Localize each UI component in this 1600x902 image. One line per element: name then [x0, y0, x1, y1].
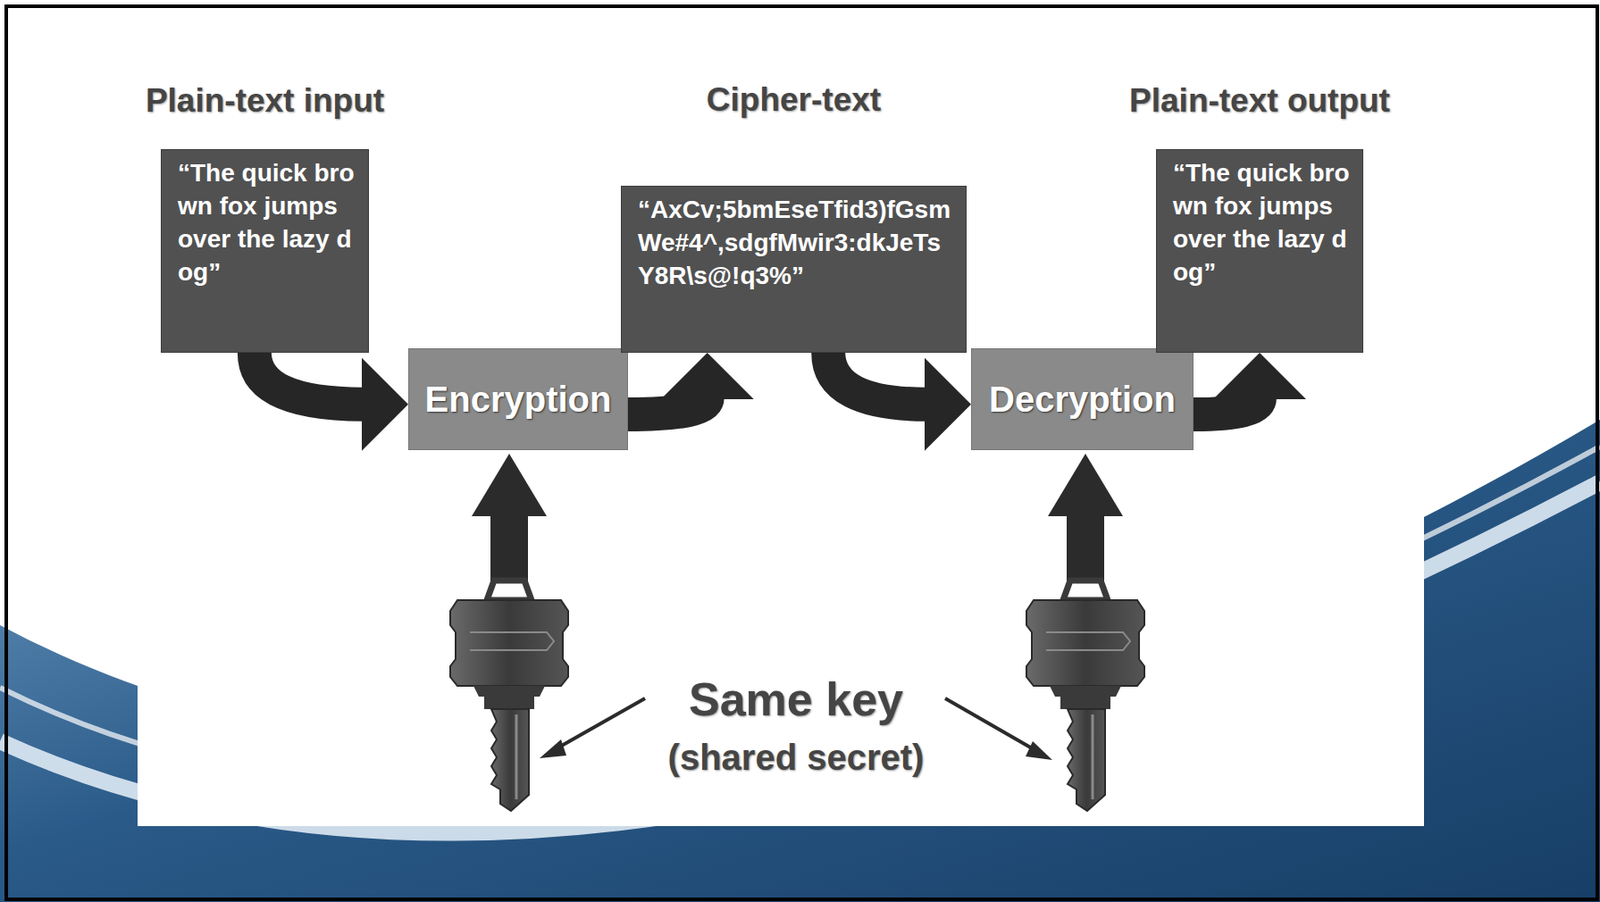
leader-line: [552, 698, 646, 752]
leader-line: [945, 698, 1040, 754]
arrow-head: [661, 352, 754, 400]
key-with-arrow: [1026, 453, 1145, 812]
box-text: Decryption: [988, 379, 1176, 420]
curved-arrow: [828, 352, 972, 452]
process-box: Decryption: [971, 348, 1194, 451]
key-label: (shared secret): [668, 737, 925, 779]
arrow-head: [1213, 352, 1307, 400]
leader-arrow: [1025, 741, 1053, 761]
curved-arrow: [628, 352, 754, 415]
column-heading: Plain-text output: [1129, 79, 1391, 124]
column-heading: Plain-text input: [145, 79, 385, 124]
arrow-head: [361, 358, 409, 452]
box-text: “The quick brown fox jumps over the lazy…: [177, 157, 356, 290]
box-text: “AxCv;5bmEseTfid3)fGsmWe#4^,sdgfMwir3:dk…: [637, 193, 954, 294]
panel: [137, 0, 1425, 827]
process-box: Encryption: [408, 348, 629, 451]
key-with-arrow: [450, 453, 569, 812]
curved-arrow: [254, 352, 409, 452]
arrow-body: [254, 352, 364, 405]
key-label: Same key: [688, 672, 904, 727]
up-arrow-head: [471, 453, 547, 517]
column-heading: Cipher-text: [706, 78, 881, 123]
leader-arrow: [539, 739, 567, 759]
key-shoulder: [473, 686, 545, 710]
text-box: Plain-text output“The quick brown fox ju…: [1156, 149, 1364, 353]
arrow-body: [628, 397, 708, 415]
arrow-head: [924, 358, 972, 452]
key-blade: [491, 709, 529, 812]
arrow-body: [828, 352, 927, 405]
arrow-body: [1193, 397, 1260, 415]
box-text: “The quick brown fox jumps over the lazy…: [1172, 157, 1350, 290]
key-groove: [515, 714, 519, 800]
up-arrow-shaft: [490, 510, 528, 583]
box-text: Encryption: [425, 379, 612, 420]
text-box: Cipher-text“AxCv;5bmEseTfid3)fGsmWe#4^,s…: [620, 185, 967, 353]
curved-arrow: [1193, 352, 1307, 415]
key-bow: [450, 600, 569, 687]
key-bow-detail: [469, 632, 554, 651]
key-ring: [486, 580, 532, 601]
text-box: Plain-text input“The quick brown fox jum…: [160, 149, 369, 353]
